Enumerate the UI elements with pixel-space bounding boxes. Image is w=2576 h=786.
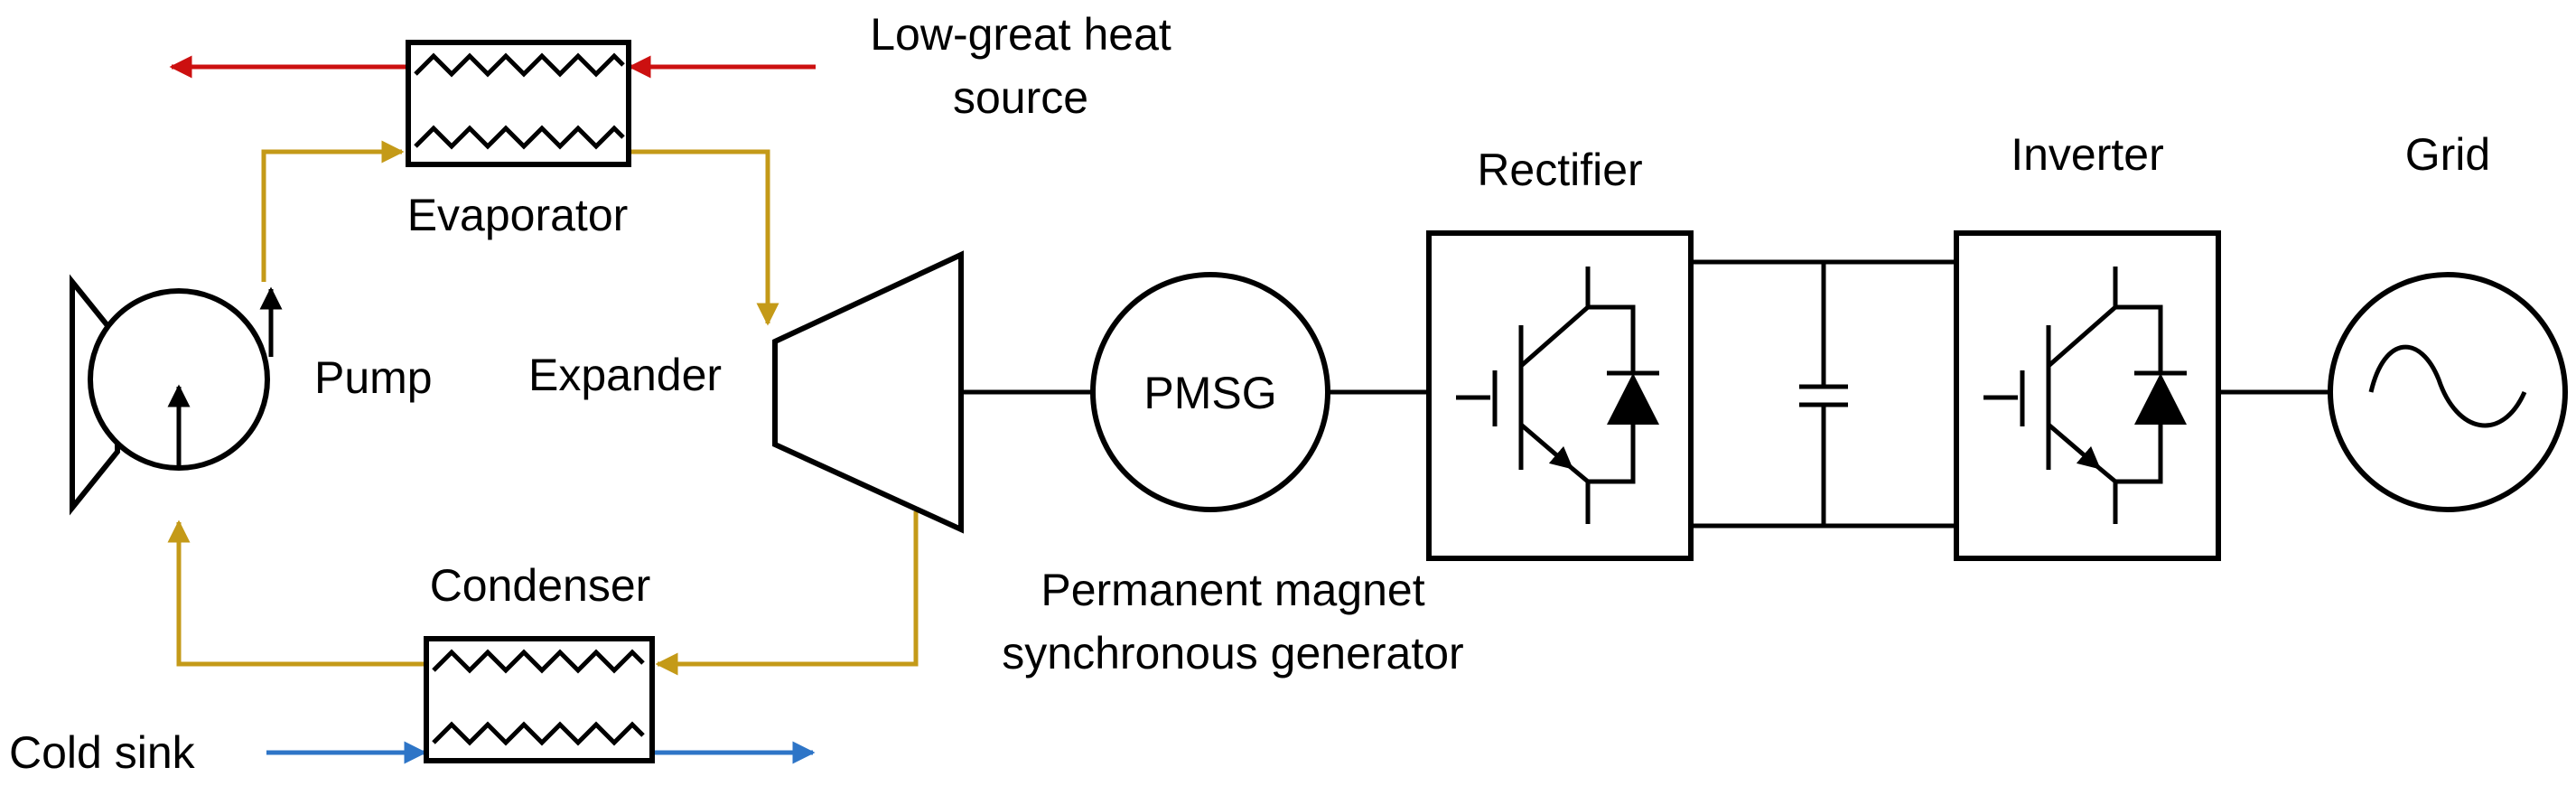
evaporator [406,40,631,167]
pmsg-label: PMSG [1143,368,1276,418]
rectifier [1426,230,1694,561]
pump-to-evaporator-pipe [261,140,405,282]
pump [70,274,283,516]
inverter-label: Inverter [2011,129,2164,180]
dc-link-capacitor [1691,259,1956,529]
expander [772,250,964,534]
rectifier-label: Rectifier [1477,145,1642,195]
grid-label: Grid [2405,129,2490,180]
inverter [1954,230,2221,561]
condenser-label: Condenser [430,560,651,611]
condenser [424,636,655,763]
heat-source-label-line2: source [953,72,1088,123]
pmsg-description-line2: synchronous generator [1002,628,1463,678]
condenser-to-pump-pipe [167,519,425,667]
pmsg-description-line1: Permanent magnet [1041,565,1424,615]
evaporator-to-expander-pipe [629,149,779,326]
evaporator-label: Evaporator [407,190,629,240]
cold-sink-label: Cold sink [9,727,196,778]
pump-label: Pump [314,352,433,403]
expander-label: Expander [528,350,722,400]
heat-source-label-line1: Low-great heat [870,9,1171,60]
grid-ac-source [2328,272,2568,512]
expander-to-condenser-pipe [655,511,919,676]
